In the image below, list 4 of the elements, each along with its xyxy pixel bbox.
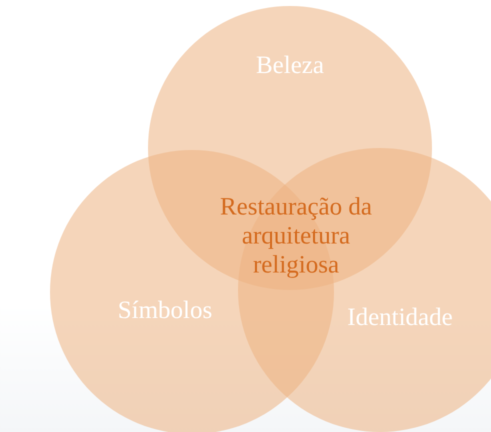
- circle-label: Símbolos: [118, 297, 212, 325]
- circle-label: Beleza: [256, 52, 324, 80]
- circle-label: Identidade: [347, 304, 453, 332]
- center-label: Restauração da arquitetura religiosa: [218, 192, 373, 280]
